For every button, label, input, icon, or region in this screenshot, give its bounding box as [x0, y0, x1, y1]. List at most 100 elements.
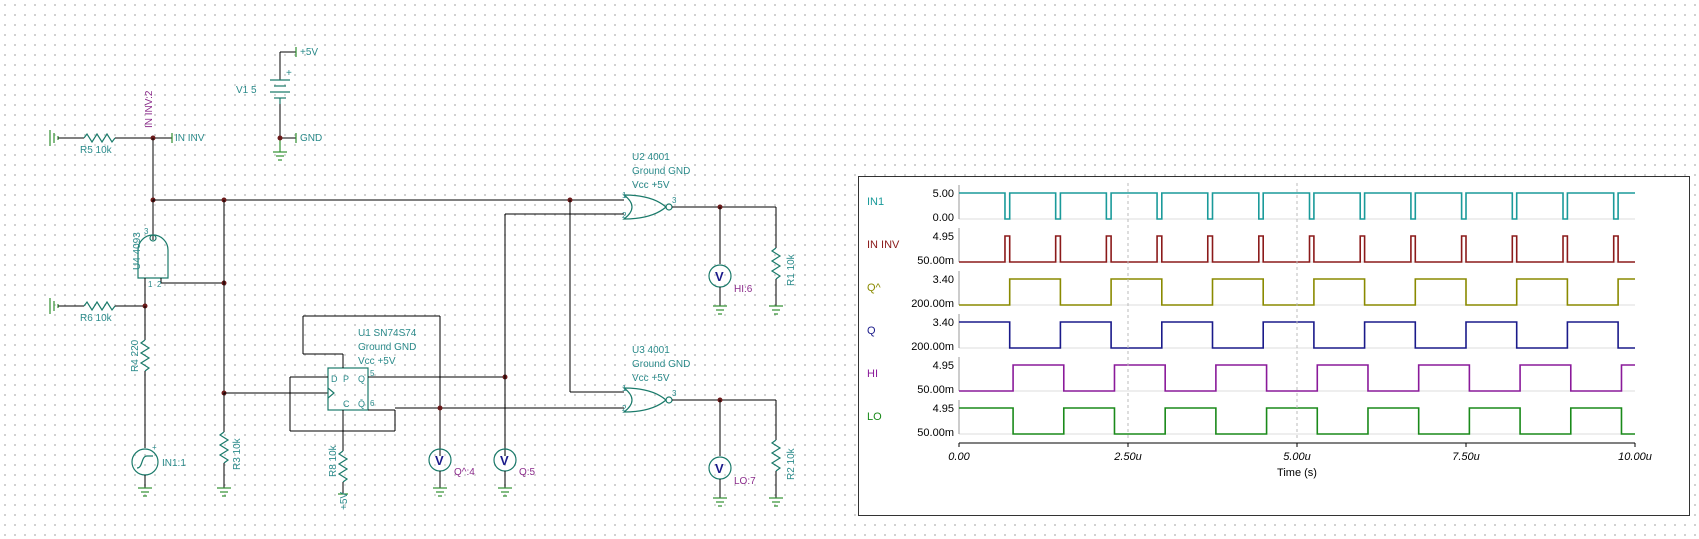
nor-gate-u3[interactable]: U3 4001 Ground GND Vcc +5V 1 2 3: [622, 345, 690, 413]
trace-ininv: IN INV 4.95 50.00m: [867, 228, 1635, 267]
ymax-label-in1: 5.00: [933, 188, 954, 200]
x-tick-label: 5.00u: [1283, 451, 1311, 463]
resistor-r1[interactable]: [770, 247, 782, 280]
trace-lo: LO 4.95 50.00m: [867, 400, 1635, 439]
svg-text:V: V: [715, 461, 724, 476]
svg-text:1: 1: [622, 384, 627, 393]
waveform-hi: [959, 364, 1635, 392]
svg-text:Q: Q: [358, 374, 365, 384]
svg-text:2: 2: [157, 280, 162, 289]
waveform-in1: [959, 192, 1635, 220]
signal-generator-in1[interactable]: + IN1:1: [131, 443, 186, 497]
u3-name: U3 4001: [632, 345, 670, 356]
u1-vcc: Vcc +5V: [358, 356, 396, 367]
in-inv-net-label: IN INV:2: [144, 90, 155, 128]
svg-text:3: 3: [672, 389, 677, 398]
nand-gate-u4[interactable]: U4 4093 3 1 2: [132, 200, 224, 306]
vcc-terminal-label: +5V: [300, 47, 318, 58]
r5-label: R5 10k: [80, 145, 113, 156]
svg-text:Q̄: Q̄: [358, 399, 365, 409]
x-axis-label: Time (s): [1277, 467, 1317, 479]
svg-text:V: V: [715, 269, 724, 284]
u3-gnd: Ground GND: [632, 359, 690, 370]
series-label-qhat: Q^: [867, 282, 882, 294]
ymin-label-in1: 0.00: [933, 212, 954, 224]
in1-label: IN1:1: [162, 458, 186, 469]
x-tick-label: 10.00u: [1618, 451, 1652, 463]
trace-in1: IN1 5.00 0.00: [867, 185, 1635, 224]
series-label-hi: HI: [867, 368, 878, 380]
nor-gate-u2[interactable]: U2 4001 Ground GND Vcc +5V 1 2 3: [622, 152, 690, 220]
r1-label: R1 10k: [786, 253, 797, 286]
lo-meter-label: LO:7: [734, 476, 756, 487]
r6-label: R6 10k: [80, 313, 113, 324]
plus-sign: +: [286, 68, 292, 79]
ymax-label-hi: 4.95: [933, 360, 954, 372]
gnd-terminal[interactable]: GND: [273, 133, 322, 161]
circuit-schematic: + V1 5 +5V GND R5 10k IN INV IN INV:2: [49, 47, 797, 510]
ymax-label-q: 3.40: [933, 317, 954, 329]
series-label-lo: LO: [867, 411, 882, 423]
hi-meter-label: HI:6: [734, 284, 753, 295]
svg-text:D: D: [331, 374, 338, 384]
resistor-r3[interactable]: [218, 431, 230, 464]
r4-label: R4 220: [130, 339, 141, 372]
u2-vcc: Vcc +5V: [632, 180, 670, 191]
svg-text:2: 2: [622, 211, 627, 220]
x-tick-label: 7.50u: [1452, 451, 1480, 463]
u1-gnd: Ground GND: [358, 342, 416, 353]
svg-text:3: 3: [144, 227, 149, 236]
series-label-in1: IN1: [867, 196, 884, 208]
svg-text:+: +: [152, 443, 157, 452]
r8-label: R8 10k: [328, 444, 339, 477]
v1-label: V1 5: [236, 85, 257, 96]
resistor-r5[interactable]: [83, 132, 116, 144]
voltmeter-qhat[interactable]: V Q^:4: [428, 448, 475, 497]
ymin-label-hi: 50.00m: [917, 384, 954, 396]
q-meter-label: Q:5: [519, 467, 536, 478]
ymin-label-lo: 50.00m: [917, 427, 954, 439]
vcc-terminal[interactable]: +5V: [280, 47, 318, 58]
ymax-label-lo: 4.95: [933, 403, 954, 415]
qhat-meter-label: Q^:4: [454, 467, 475, 478]
voltmeter-lo[interactable]: V LO:7: [708, 456, 756, 507]
svg-text:V: V: [500, 453, 509, 468]
svg-text:P: P: [343, 374, 349, 384]
resistor-r6[interactable]: [83, 300, 116, 312]
u4-label: U4 4093: [132, 232, 143, 270]
u2-name: U2 4001: [632, 152, 670, 163]
svg-text:5: 5: [370, 369, 375, 378]
ymin-label-qhat: 200.00m: [911, 298, 954, 310]
u2-gnd: Ground GND: [632, 166, 690, 177]
ground-symbol-r6: [49, 298, 59, 314]
voltage-source-v1[interactable]: + V1 5: [236, 52, 292, 138]
voltmeter-hi[interactable]: V HI:6: [708, 264, 753, 315]
series-label-ininv: IN INV: [867, 239, 900, 251]
svg-text:C: C: [343, 399, 350, 409]
resistor-r8[interactable]: [337, 450, 349, 483]
r2-label: R2 10k: [786, 447, 797, 480]
r3-label: R3 10k: [232, 437, 243, 470]
svg-text:1: 1: [148, 280, 153, 289]
voltmeter-q[interactable]: V Q:5: [493, 448, 536, 497]
flip-flop-u1[interactable]: D P Q C Q̄ U1 SN74S74 Ground GND Vcc +5V…: [327, 328, 417, 411]
gnd-terminal-label: GND: [300, 133, 322, 144]
resistor-r2[interactable]: [770, 439, 782, 472]
resistor-r4[interactable]: [139, 339, 151, 372]
ymin-label-ininv: 50.00m: [917, 255, 954, 267]
ymin-label-q: 200.00m: [911, 341, 954, 353]
ground-symbol-r5: [49, 130, 59, 146]
u1-name: U1 SN74S74: [358, 328, 417, 339]
svg-text:6: 6: [370, 399, 375, 408]
svg-text:3: 3: [672, 196, 677, 205]
x-tick-label: 0.00: [948, 451, 970, 463]
svg-text:V: V: [435, 453, 444, 468]
ymax-label-ininv: 4.95: [933, 231, 954, 243]
svg-text:1: 1: [622, 191, 627, 200]
x-tick-label: 2.50u: [1113, 451, 1142, 463]
in-inv-terminal-label: IN INV: [175, 133, 205, 144]
